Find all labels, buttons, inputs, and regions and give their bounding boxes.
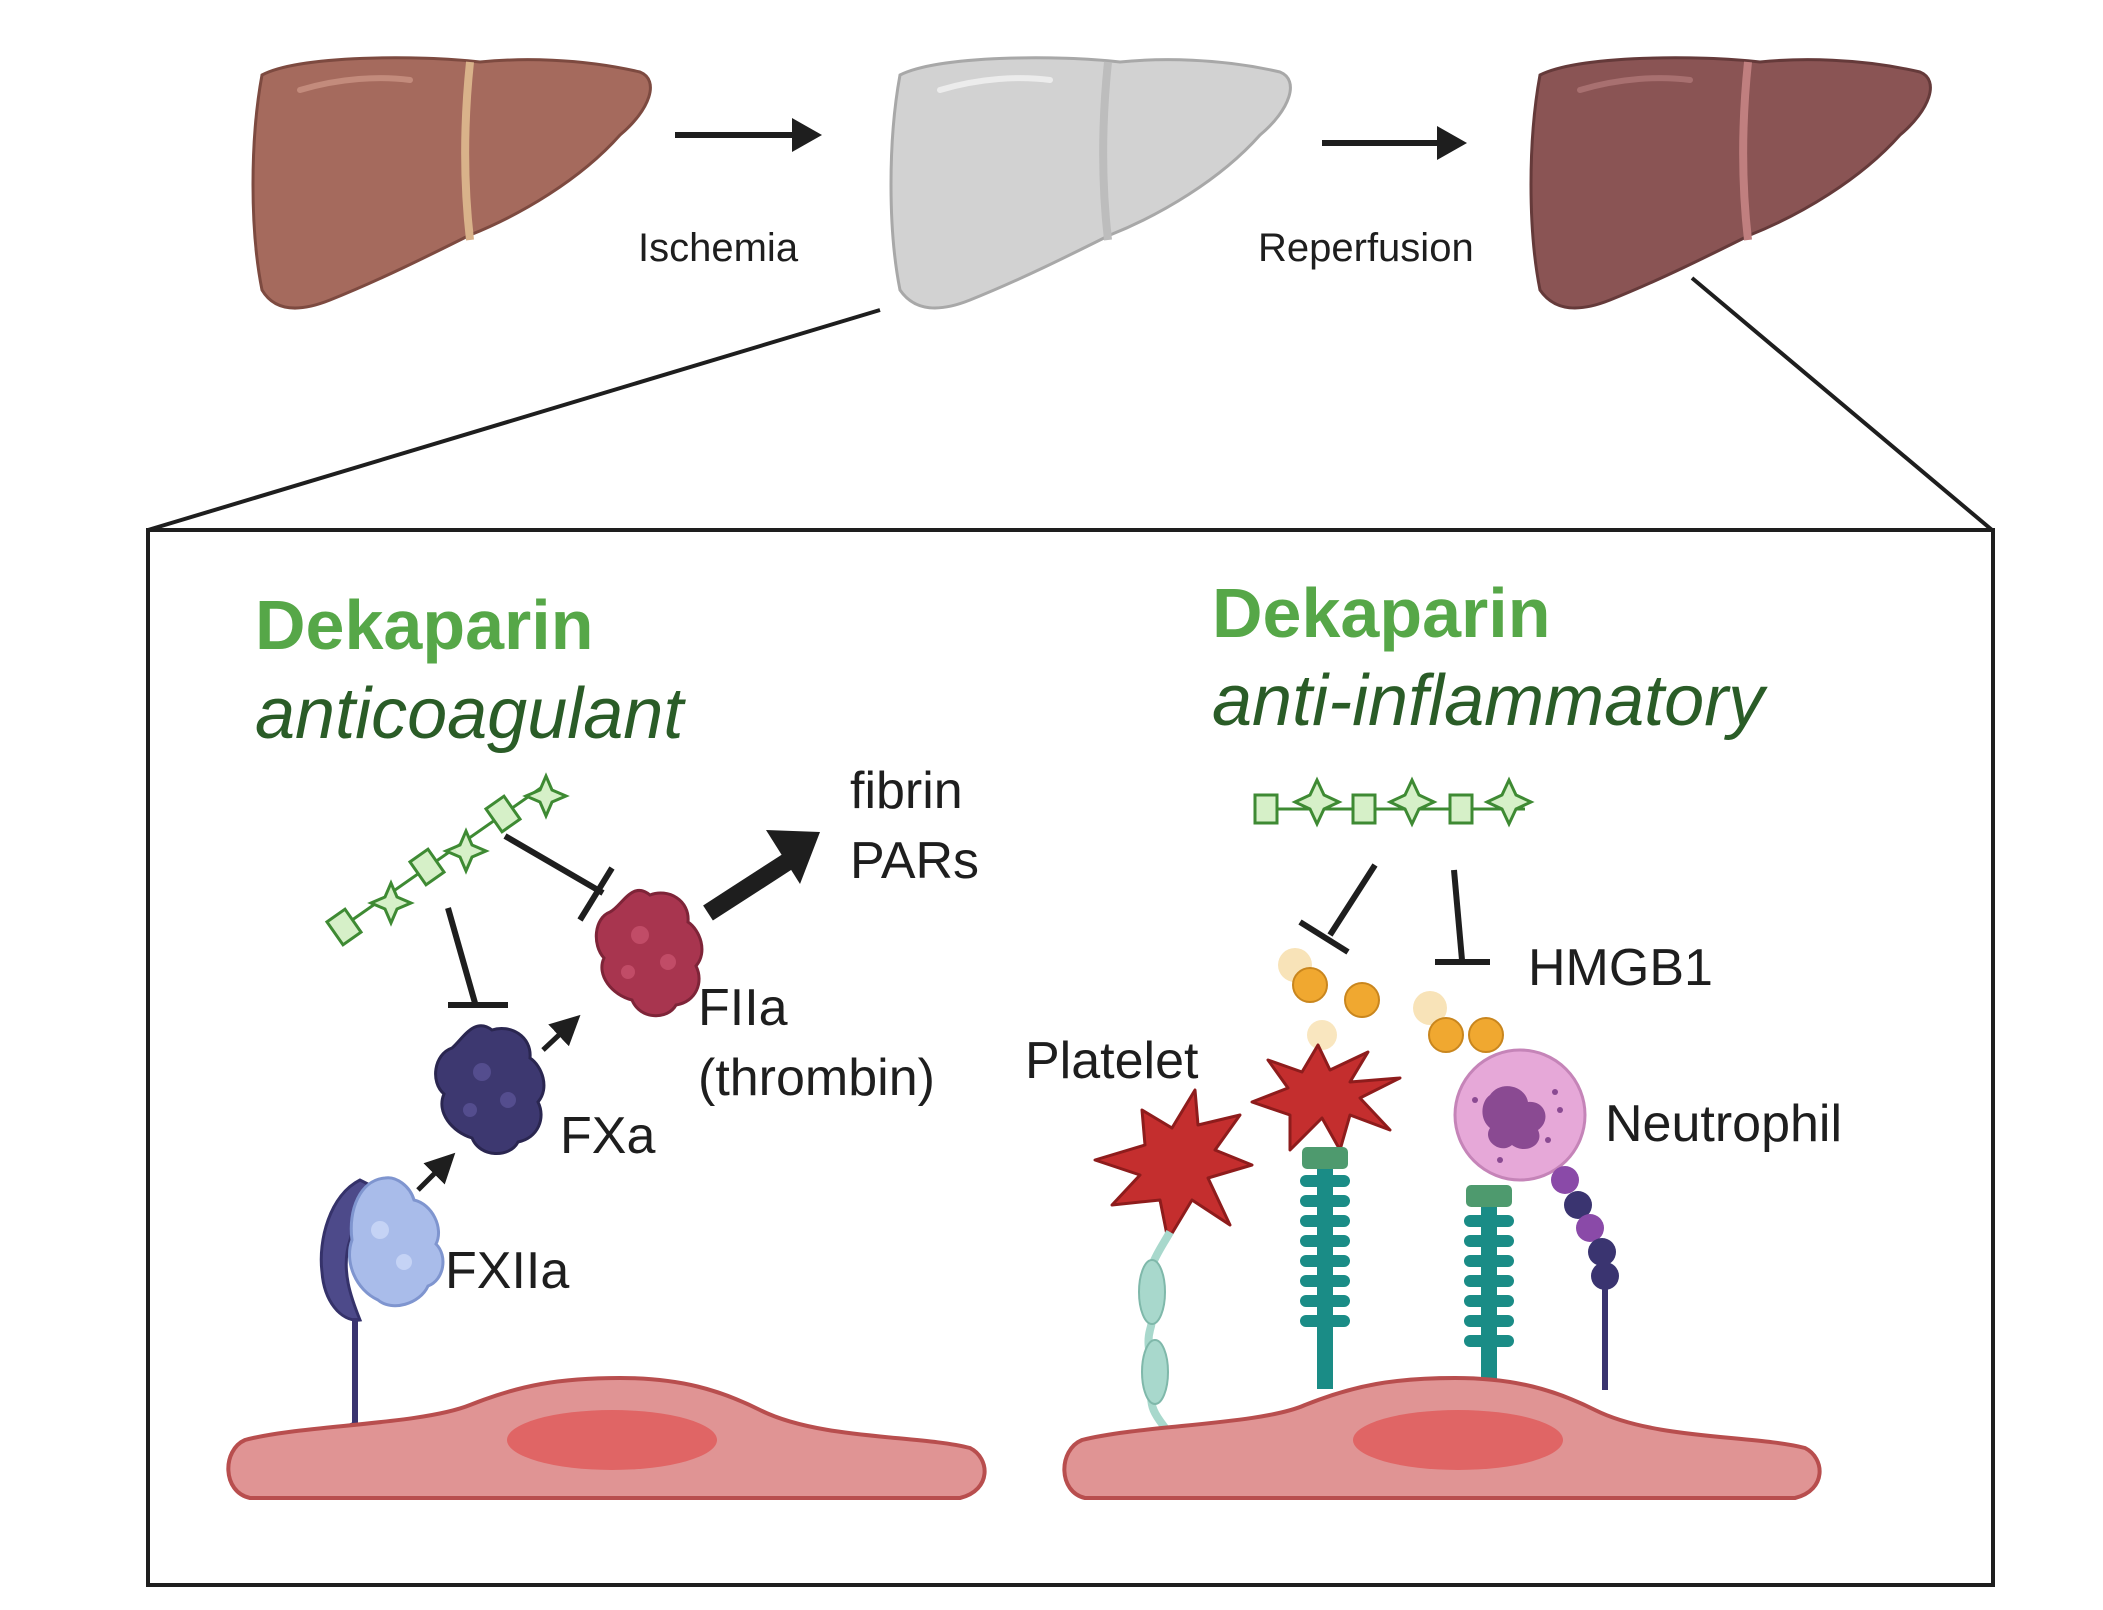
hmgb1-molecules-icon: [1278, 948, 1504, 1053]
fxa-icon: [434, 1024, 546, 1155]
inhibit-neutrophil-hmgb1: [1435, 869, 1490, 965]
dekaparin-chain-right-icon: [1253, 776, 1535, 828]
zoom-line-right: [1690, 276, 1994, 532]
label-reperfusion: Reperfusion: [1258, 226, 1474, 270]
arrow-fxa-to-fiia: [541, 1014, 581, 1052]
glycoprotein-tether-icon: [1138, 1230, 1174, 1435]
liver-reperfused-icon: [1529, 56, 1932, 310]
label-thrombin: (thrombin): [698, 1049, 935, 1107]
label-hmgb1: HMGB1: [1528, 939, 1713, 997]
platelet-icon: [1250, 1043, 1402, 1152]
liver-ischemic-icon: [889, 56, 1292, 310]
receptor-icon: [1464, 1185, 1514, 1382]
selectin-ligand-icon: [1551, 1166, 1619, 1390]
label-pars: PARs: [850, 832, 980, 890]
label-ischemia: Ischemia: [638, 226, 799, 270]
neutrophil-icon: [1453, 1048, 1587, 1182]
arrow-to-fibrin: [703, 830, 820, 921]
zoom-line-left: [147, 308, 881, 532]
fxiia-icon: [319, 1176, 445, 1442]
left-drug-title: Dekaparin: [255, 586, 594, 664]
liver-normal-icon: [251, 56, 652, 310]
inhibit-platelet-hmgb1: [1298, 863, 1378, 955]
label-fxiia: FXIIa: [445, 1242, 570, 1300]
arrow-reperfusion: [1322, 126, 1467, 160]
label-neutrophil: Neutrophil: [1605, 1095, 1843, 1153]
right-effect-title: anti-inflammatory: [1212, 661, 1765, 741]
inset-box: [146, 528, 1995, 1587]
arrow-ischemia: [675, 118, 822, 152]
arrow-fxiia-to-fxa: [416, 1152, 456, 1192]
inhibit-fiia: [503, 833, 615, 922]
inhibit-fxa: [445, 907, 508, 1008]
label-fiia: FIIa: [698, 979, 788, 1037]
label-platelet: Platelet: [1025, 1032, 1199, 1090]
label-fxa: FXa: [560, 1107, 656, 1165]
right-drug-title: Dekaparin: [1212, 574, 1551, 652]
platelet-icon: [1093, 1088, 1254, 1242]
endothelial-cell-left-icon: [226, 1375, 987, 1500]
fiia-thrombin-icon: [594, 888, 704, 1018]
label-fibrin: fibrin: [850, 762, 963, 820]
dekaparin-chain-left-icon: [324, 772, 570, 947]
left-effect-title: anticoagulant: [255, 674, 684, 754]
receptor-icon: [1300, 1147, 1350, 1389]
endothelial-cell-right-icon: [1062, 1375, 1822, 1500]
